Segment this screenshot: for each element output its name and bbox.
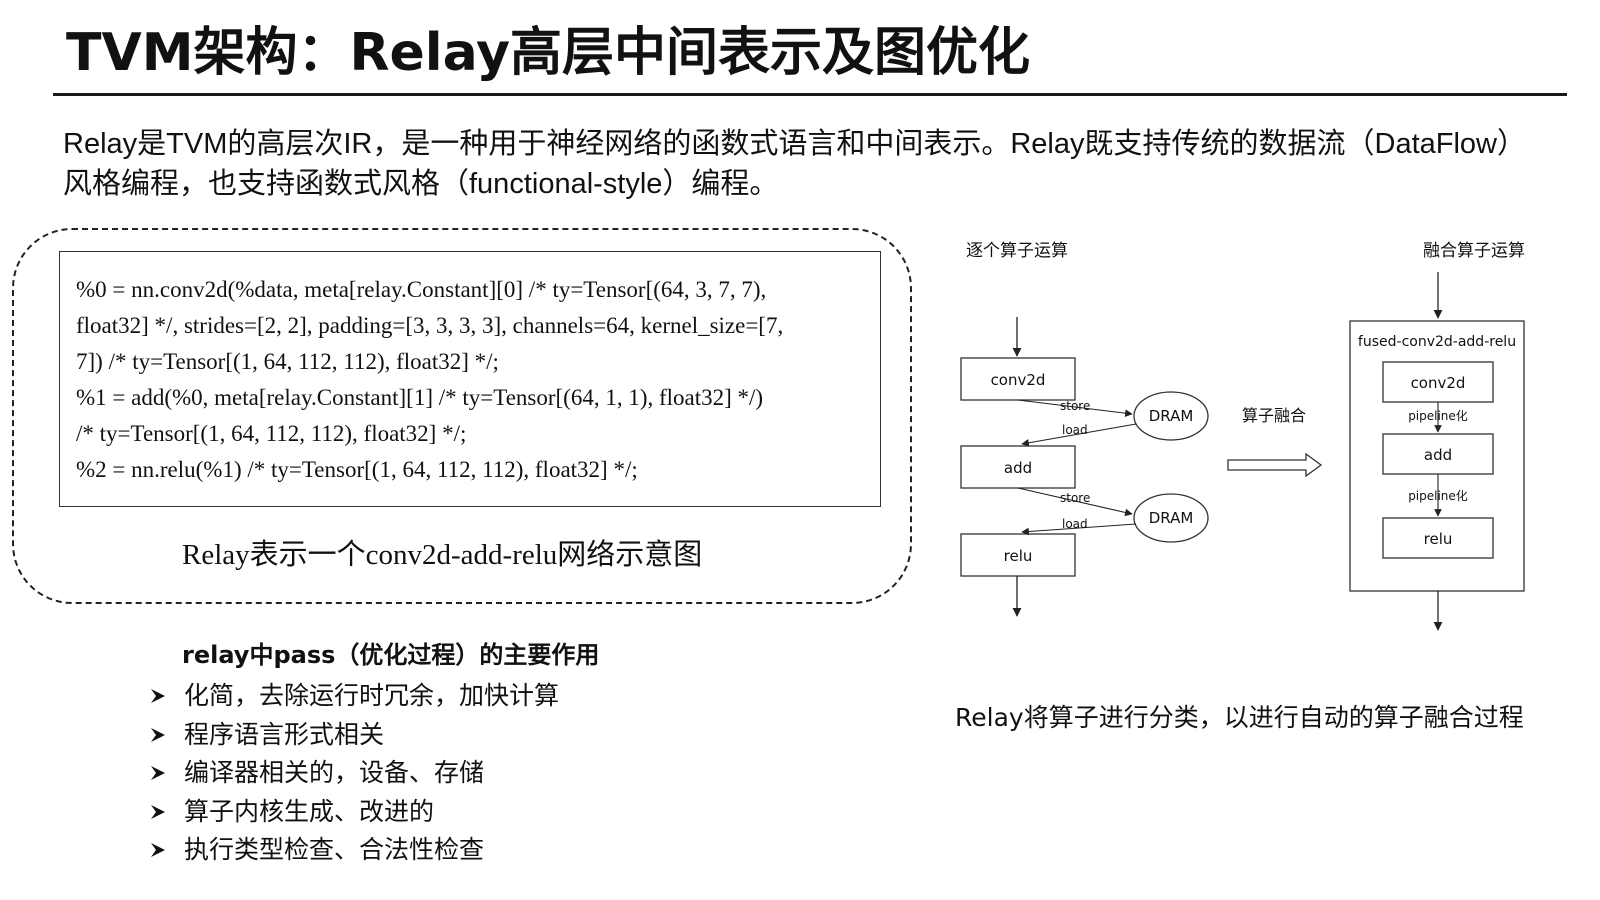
list-item: 化简，去除运行时冗余，加快计算 (148, 677, 559, 716)
intro-paragraph: Relay是TVM的高层次IR，是一种用于神经网络的函数式语言和中间表示。Rel… (63, 124, 1573, 204)
list-item-text: 编译器相关的，设备、存储 (184, 758, 485, 787)
arrow-bullet-icon (151, 766, 165, 781)
pipeline-label-2: pipeline化 (1408, 489, 1468, 503)
list-item: 执行类型检查、合法性检查 (148, 831, 559, 870)
arrow-bullet-icon (151, 689, 165, 704)
pass-heading: relay中pass（优化过程）的主要作用 (182, 641, 600, 669)
dram-node-1 (1133, 391, 1209, 441)
arrow-bullet-icon (151, 843, 165, 858)
title-divider (53, 93, 1567, 96)
add-op-label: add (1004, 459, 1032, 477)
slide-title: TVM架构：Relay高层中间表示及图优化 (66, 23, 1030, 83)
dram-label-1: DRAM (1149, 407, 1194, 425)
store-label-1: store (1060, 399, 1090, 413)
conv2d-op-label: conv2d (991, 371, 1046, 389)
operator-fusion-diagram: 逐个算子运算 融合算子运算 conv2d add relu DRAM DRAM … (960, 241, 1525, 631)
code-line: %0 = nn.conv2d(%data, meta[relay.Constan… (76, 277, 767, 302)
fused-relu-box (1382, 517, 1494, 559)
relay-code-block: %0 = nn.conv2d(%data, meta[relay.Constan… (59, 251, 881, 507)
intro-line-1: Relay是TVM的高层次IR，是一种用于神经网络的函数式语言和中间表示。Rel… (63, 128, 1526, 160)
load-label-1: load (1062, 423, 1088, 437)
list-item: 程序语言形式相关 (148, 716, 559, 755)
relu-op-box (960, 533, 1076, 577)
fused-conv2d-box (1382, 361, 1494, 403)
fusion-label: 算子融合 (1242, 406, 1306, 425)
add-op-box (960, 445, 1076, 489)
pipeline-label-1: pipeline化 (1408, 409, 1468, 423)
arrow-bullet-icon (151, 727, 165, 742)
code-line: float32] */, strides=[2, 2], padding=[3,… (76, 313, 784, 338)
dram-node-2 (1133, 493, 1209, 543)
list-item-text: 程序语言形式相关 (184, 719, 385, 749)
arrow-bullet-icon (151, 804, 165, 819)
fused-add-box (1382, 433, 1494, 475)
pass-list: 化简，去除运行时冗余，加快计算 程序语言形式相关 编译器相关的，设备、存储 算子… (148, 677, 559, 870)
dram-label-2: DRAM (1149, 509, 1194, 527)
list-item-text: 算子内核生成、改进的 (184, 796, 435, 826)
list-item: 编译器相关的，设备、存储 (148, 754, 559, 793)
list-item-text: 执行类型检查、合法性检查 (184, 835, 485, 864)
code-line: %2 = nn.relu(%1) /* ty=Tensor[(1, 64, 11… (76, 457, 638, 482)
fused-relu-label: relu (1424, 530, 1453, 548)
intro-line-2: 风格编程，也支持函数式风格（functional-style）编程。 (63, 168, 779, 200)
load-label-2: load (1062, 517, 1088, 531)
conv2d-op-box (960, 357, 1076, 401)
code-caption: Relay表示一个conv2d-add-relu网络示意图 (182, 539, 703, 571)
fusion-arrow-icon (1227, 452, 1323, 478)
relay-example-frame (12, 228, 912, 604)
code-line: %1 = add(%0, meta[relay.Constant][1] /* … (76, 385, 764, 410)
code-line: /* ty=Tensor[(1, 64, 112, 112), float32]… (76, 421, 467, 446)
fused-conv2d-label: conv2d (1411, 374, 1466, 392)
left-diagram-title: 逐个算子运算 (966, 241, 1068, 261)
fused-add-label: add (1424, 446, 1452, 464)
store-label-2: store (1060, 491, 1090, 505)
relu-op-label: relu (1004, 547, 1033, 565)
list-item: 算子内核生成、改进的 (148, 793, 559, 832)
fusion-caption: Relay将算子进行分类，以进行自动的算子融合过程 (955, 703, 1524, 732)
code-line: 7]) /* ty=Tensor[(1, 64, 112, 112), floa… (76, 349, 499, 374)
fused-op-name: fused-conv2d-add-relu (1358, 334, 1516, 350)
list-item-text: 化简，去除运行时冗余，加快计算 (184, 681, 560, 710)
right-diagram-title: 融合算子运算 (1423, 241, 1525, 261)
